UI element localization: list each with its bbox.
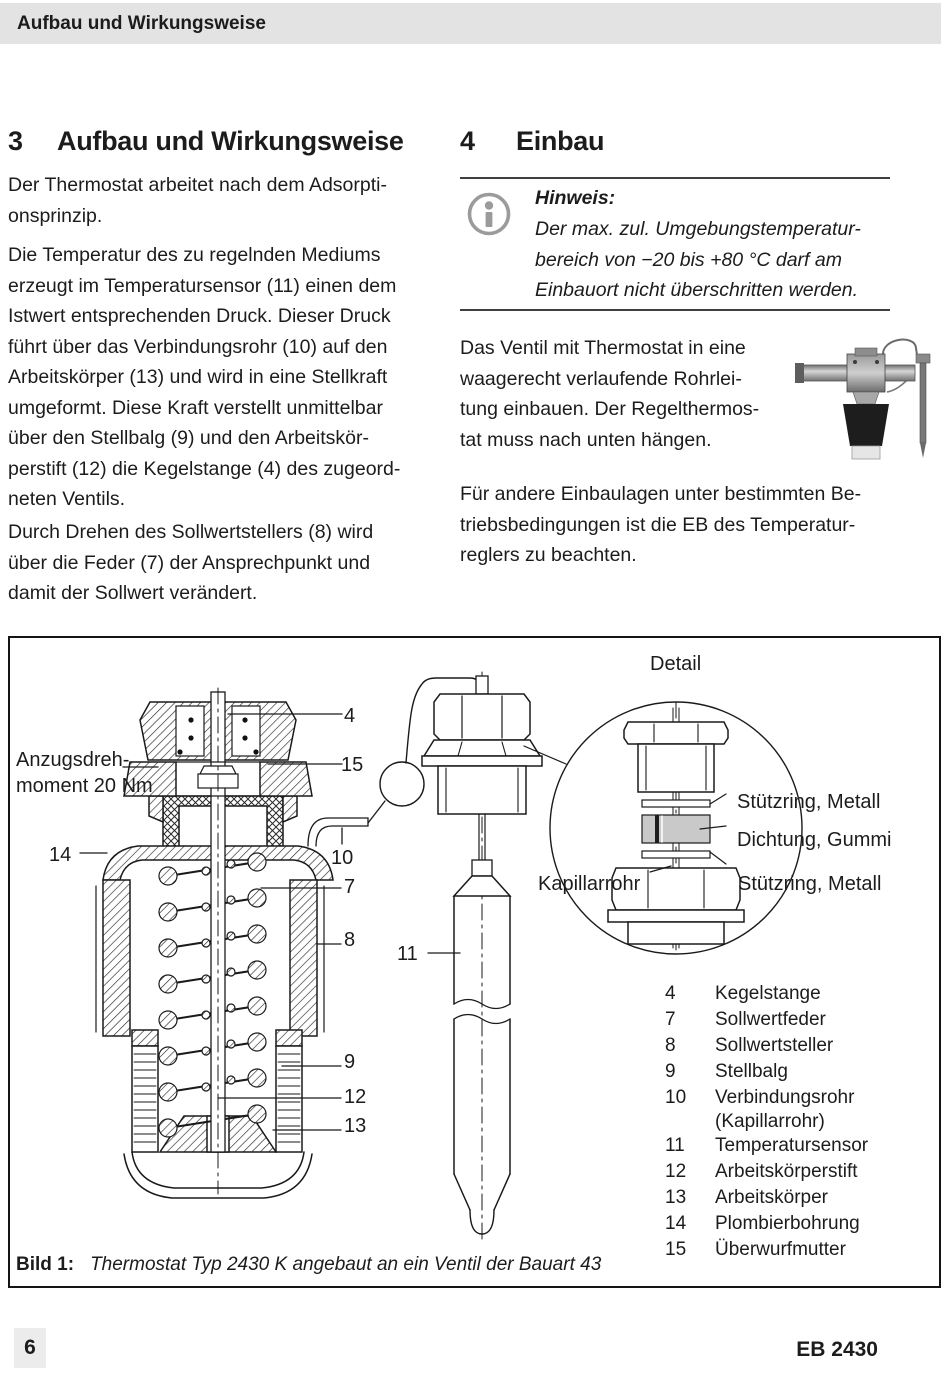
figure-detail-label: Detail	[650, 653, 702, 675]
paragraph: Durch Drehen des Sollwertstellers (8) wi…	[8, 521, 374, 604]
figure-torque-label: Anzugsdreh- moment 20 Nm	[16, 749, 153, 797]
figure-frame	[8, 636, 941, 1288]
paragraph: Der Thermostat arbeitet nach dem Adsorpt…	[8, 174, 387, 227]
callout-8: 8	[344, 929, 356, 951]
note-body: Der max. zul. Umgebungstemperatur- berei…	[535, 218, 861, 301]
section-number: 3	[8, 126, 23, 156]
figure-caption: Bild 1: Thermostat Typ 2430 K angebaut a…	[16, 1254, 601, 1276]
section-title: Aufbau und Wirkungsweise	[57, 126, 404, 156]
note-top-rule	[460, 177, 890, 179]
valve-photo	[795, 332, 947, 472]
section-heading-3: 3 Aufbau und Wirkungsweise	[8, 126, 404, 157]
callout-7: 7	[344, 876, 356, 898]
paragraph: Die Temperatur des zu regelnden Mediums …	[8, 244, 401, 510]
detail-annotation-dichtung: Dichtung, Gummi	[737, 829, 892, 851]
callout-4: 4	[344, 705, 356, 727]
paragraph: Das Ventil mit Thermostat in eine waager…	[460, 337, 760, 451]
callout-11: 11	[397, 943, 418, 965]
section-heading-4: 4 Einbau	[460, 126, 605, 157]
caption-text: Thermostat Typ 2430 K angebaut an ein Ve…	[90, 1254, 602, 1275]
callout-12: 12	[344, 1086, 367, 1108]
info-icon	[466, 191, 512, 237]
page-header: Aufbau und Wirkungsweise	[0, 3, 941, 44]
page-number: 6	[14, 1328, 46, 1368]
section-title: Einbau	[516, 126, 605, 156]
doc-number: EB 2430	[796, 1338, 878, 1361]
callout-15: 15	[341, 754, 364, 776]
detail-annotation-stuetzring-bottom: Stützring, Metall	[738, 873, 882, 895]
section-number: 4	[460, 126, 475, 156]
note-bottom-rule	[460, 309, 890, 311]
callout-9: 9	[344, 1051, 356, 1073]
callout-10: 10	[331, 847, 354, 869]
callout-14: 14	[49, 844, 72, 866]
detail-annotation-kapillarrohr: Kapillarrohr	[538, 873, 641, 895]
callout-13: 13	[344, 1115, 367, 1137]
note-title: Hinweis:	[535, 187, 616, 209]
header-title: Aufbau und Wirkungsweise	[17, 12, 266, 34]
detail-annotation-stuetzring-top: Stützring, Metall	[737, 791, 881, 813]
caption-label: Bild 1:	[16, 1254, 75, 1275]
paragraph: Für andere Einbaulagen unter bestimmten …	[460, 483, 862, 566]
figure-drawing	[10, 638, 940, 1288]
